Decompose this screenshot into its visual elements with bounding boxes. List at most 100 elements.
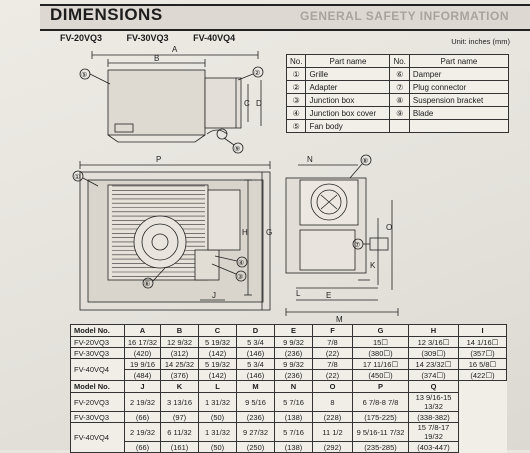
dimension-cell: (235-285) bbox=[352, 441, 409, 453]
dimension-cell: (403-447) bbox=[408, 441, 459, 453]
dimension-row: FV-30VQ3(66)(97)(50)(236)(138)(228)(175-… bbox=[70, 411, 507, 423]
dimension-cell: 5 7/16 bbox=[274, 392, 313, 412]
top-view-drawing bbox=[91, 51, 262, 143]
dimension-cell: 7/8 bbox=[312, 336, 353, 348]
page-title: DIMENSIONS bbox=[50, 5, 163, 24]
dimension-cell: H bbox=[408, 324, 459, 337]
dimension-cell: (66) bbox=[124, 441, 161, 453]
model-cell: FV-20VQ3 bbox=[70, 336, 125, 348]
dim-label-j: J bbox=[212, 291, 216, 300]
dimension-cell: 1 31/32 bbox=[198, 422, 237, 442]
dim-label-g: G bbox=[266, 228, 272, 237]
dimension-cell: (228) bbox=[312, 411, 353, 423]
dimension-cell: (146) bbox=[236, 347, 275, 359]
dimension-cell: (236) bbox=[274, 347, 313, 359]
dimension-cell: G bbox=[352, 324, 409, 337]
dimension-cell: 2 19/32 bbox=[124, 422, 161, 442]
dimension-cell: (142) bbox=[198, 369, 237, 381]
front-view-callouts: ① ③ ④ ⑥ bbox=[72, 170, 248, 289]
dimension-cell: 12 3/16☐ bbox=[408, 336, 459, 348]
dimension-cell: I bbox=[458, 324, 507, 337]
callout-2: ② bbox=[254, 69, 260, 77]
dimension-cell: (138) bbox=[274, 411, 313, 423]
model-name: FV-30VQ3 bbox=[126, 33, 169, 43]
model-cell: FV-30VQ3 bbox=[70, 411, 125, 423]
parts-row: ④ Junction box cover ⑨ Blade bbox=[285, 106, 509, 120]
dimension-cell: 5 19/32 bbox=[198, 336, 237, 348]
bleed-through-text: GENERAL SAFETY INFORMATION bbox=[300, 9, 510, 23]
dim-label-h: H bbox=[242, 228, 248, 237]
dimension-cell: (138) bbox=[274, 441, 313, 453]
dimension-cell: (97) bbox=[160, 411, 199, 423]
dimension-cell: (420) bbox=[124, 347, 161, 359]
dimension-cell: 2 19/32 bbox=[124, 392, 161, 412]
top-view-labels: A B C D bbox=[154, 45, 262, 108]
callout-3: ③ bbox=[237, 273, 243, 281]
model-cell: FV-40VQ4 bbox=[70, 422, 125, 453]
dimension-cell: P bbox=[352, 380, 409, 393]
dimension-cell: 5 3/4 bbox=[236, 358, 275, 370]
dimension-cell: 8 bbox=[312, 392, 353, 412]
callout-4: ④ bbox=[238, 259, 244, 267]
dimension-cell: D bbox=[236, 324, 275, 337]
dim-label-p: P bbox=[156, 155, 161, 164]
model-name: FV-20VQ3 bbox=[60, 33, 103, 43]
dimension-cell: 9 9/32 bbox=[274, 358, 313, 370]
dim-label-n: N bbox=[307, 155, 313, 164]
dimension-cell: B bbox=[160, 324, 199, 337]
dimension-cell: (66) bbox=[124, 411, 161, 423]
dimension-cell: 16 5/8☐ bbox=[458, 358, 507, 370]
model-cell: Model No. bbox=[70, 380, 125, 393]
top-view-callouts: ⑤ ② ⑨ bbox=[79, 66, 264, 154]
dimension-cell: 1 31/32 bbox=[198, 392, 237, 412]
dim-label-l: L bbox=[296, 289, 301, 298]
front-view-labels: P H G J bbox=[156, 155, 272, 300]
dimension-cell: L bbox=[198, 380, 237, 393]
model-cell: FV-20VQ3 bbox=[70, 392, 125, 412]
dim-label-o: O bbox=[386, 223, 392, 232]
dimension-row: FV-30VQ3(420)(312)(142)(146)(236)(22)(38… bbox=[70, 347, 507, 359]
dimension-cell: 9 5/16 bbox=[236, 392, 275, 412]
side-view-callouts: ⑧ ⑦ bbox=[349, 154, 372, 250]
model-list: FV-20VQ3 FV-30VQ3 FV-40VQ4 bbox=[60, 33, 257, 43]
dim-label-m: M bbox=[336, 315, 343, 324]
dimension-cell: 6 7/8-8 7/8 bbox=[352, 392, 409, 412]
dimension-cell: (338-382) bbox=[408, 411, 459, 423]
part-number: ⑦ bbox=[389, 80, 410, 94]
dimension-cell: 5 19/32 bbox=[198, 358, 237, 370]
dimension-cell: 17 11/16☐ bbox=[352, 358, 409, 370]
dimension-cell: (374☐) bbox=[408, 369, 459, 381]
callout-1: ① bbox=[74, 173, 80, 181]
dimension-cell: 14 25/32 bbox=[160, 358, 199, 370]
dimension-cell: M bbox=[236, 380, 275, 393]
parts-header-row: No. Part name No. Part name bbox=[285, 54, 509, 68]
header-bar bbox=[40, 4, 530, 31]
dimension-row: (484)(376)(142)(146)(236)(22)(450☐)(374☐… bbox=[71, 369, 507, 381]
dimension-cell: (312) bbox=[160, 347, 199, 359]
unit-note: Unit: inches (mm) bbox=[451, 37, 510, 46]
dimension-cell: 7/8 bbox=[312, 358, 353, 370]
dimension-cell: 16 17/32 bbox=[124, 336, 161, 348]
callout-5: ⑤ bbox=[81, 71, 87, 79]
dimension-cell: E bbox=[274, 324, 313, 337]
dimension-cell: Q bbox=[408, 380, 459, 393]
side-view-drawing bbox=[285, 164, 399, 316]
dim-label-b: B bbox=[154, 54, 159, 63]
dimension-cell: (22) bbox=[312, 347, 353, 359]
dimension-cell: 15☐ bbox=[352, 336, 409, 348]
dimension-cell: 3 13/16 bbox=[160, 392, 199, 412]
dimension-cell: 9 5/16-11 7/32 bbox=[352, 422, 409, 442]
dimension-cell: (22) bbox=[312, 369, 353, 381]
dimension-cell: A bbox=[124, 324, 161, 337]
dimension-cell: (175-225) bbox=[352, 411, 409, 423]
dim-label-d: D bbox=[256, 99, 262, 108]
dimension-cell: O bbox=[312, 380, 353, 393]
